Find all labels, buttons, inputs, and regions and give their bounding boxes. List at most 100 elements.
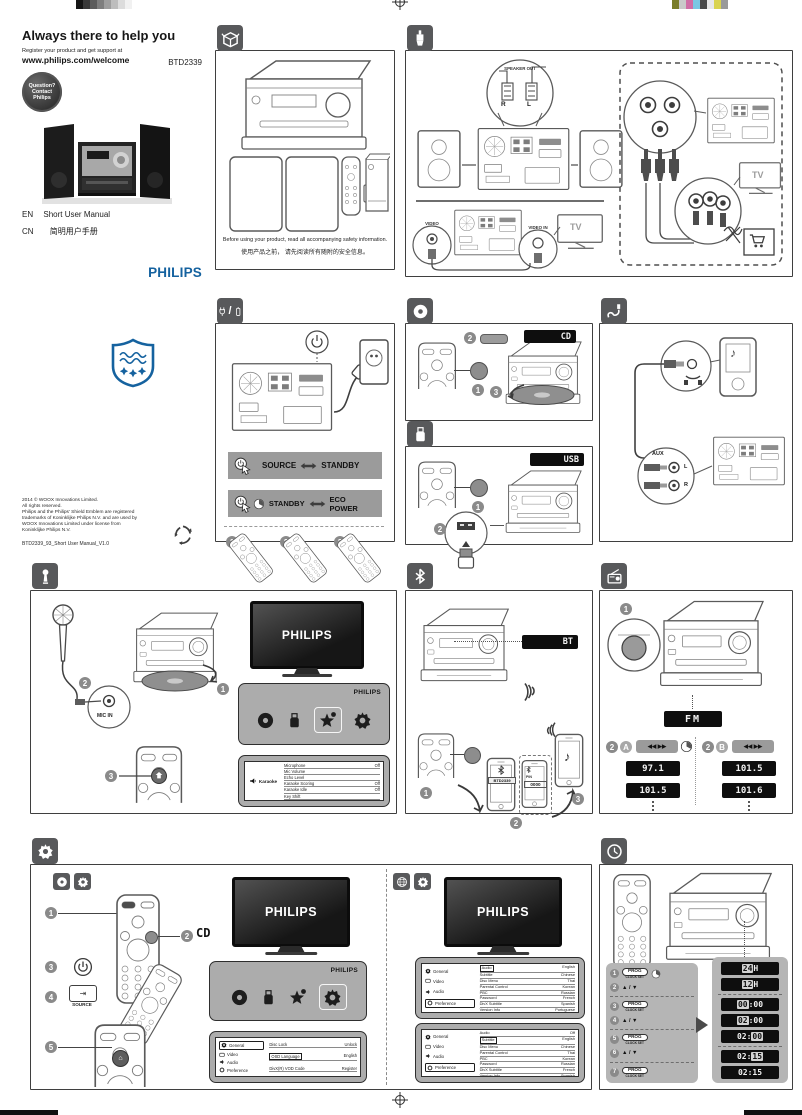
clock-unit-drawing [665, 872, 772, 960]
updown-buttons: ▲ / ▼ [622, 984, 638, 991]
clock-group-divider [610, 1028, 694, 1030]
clock-step-row: 4 ▲ / ▼ [610, 1016, 694, 1026]
bt-waves-icon-2 [546, 722, 556, 737]
eco-power-label: ECO POWER [329, 494, 358, 513]
power-battery-icon: / [217, 298, 243, 324]
connect-panel: SPEAKER OUT R L VIDEO VIDEO IN TV TV [405, 50, 793, 277]
radio-icon [601, 563, 627, 589]
tuner-a-ellipsis [652, 801, 654, 811]
tab-audio: Audio [425, 989, 475, 995]
clock-group-divider [718, 1045, 782, 1047]
karaoke-tv-brand: PHILIPS [281, 628, 333, 642]
clock-display: 00:00 [721, 997, 779, 1011]
registration-mark-top [392, 0, 408, 10]
clock-display: 02:00 [721, 1013, 779, 1027]
aux-l-label: L [684, 464, 688, 470]
language-settings-icons [393, 873, 431, 890]
tab-audio: Audio [219, 1059, 264, 1065]
tv-source-button: ⇥ [69, 985, 97, 1002]
doc-id: BTD2339_93_Short User Manual_V1.0 [22, 541, 109, 547]
tuner-unit-drawing [660, 600, 764, 687]
clock-step-num: 7 [610, 1067, 619, 1077]
source-select-screen: PHILIPS [238, 683, 390, 745]
register-url: www.philips.com/welcome [22, 55, 130, 65]
page-title: Always there to help you [22, 28, 176, 43]
setup-source-button-highlight [145, 931, 158, 944]
bt-button-leader [450, 754, 464, 755]
tv-source-label: SOURCE [72, 1002, 92, 1007]
usb-port-leader [490, 525, 504, 526]
globe-icon-small [393, 873, 410, 890]
karaoke-speaker-icon [249, 777, 257, 785]
clock-step-num: 1 [610, 969, 619, 979]
tuner-step-2a: 2 [606, 741, 618, 753]
lang-cn-text: 简明用户手册 [49, 227, 98, 236]
tab-preference: Preference [425, 1063, 475, 1073]
setup-step-1: 1 [45, 907, 57, 919]
press-power-icon [234, 457, 252, 475]
crop-bar-right [744, 1110, 802, 1115]
setup-step1-leader [58, 913, 120, 914]
clock-icon [601, 838, 627, 864]
speaker-out-label: SPEAKER OUT [504, 66, 536, 71]
setup-source-settings-selected [318, 984, 347, 1010]
tuner-display: FM [664, 711, 722, 727]
terminal-r-label: R [501, 101, 506, 108]
remote-battery-drawing-2 [281, 531, 329, 585]
toggle-arrow-icon2 [309, 500, 326, 508]
setup-tv-right-brand: PHILIPS [476, 905, 530, 919]
battery-divider [224, 526, 384, 527]
tuner-b-freq-2: 101.6 [722, 783, 776, 798]
clock-step-num: 5 [610, 1034, 619, 1044]
updown-buttons: ▲ / ▼ [622, 1050, 638, 1057]
disc-icon-small [53, 873, 70, 890]
bt-pin-label: PIN [526, 775, 532, 779]
tuner-label-a: A [620, 741, 632, 753]
bt-display: BT [522, 635, 578, 649]
clock-remote-drawing [613, 874, 651, 969]
cd-button-leader [454, 370, 470, 371]
cd-disc-drawing [507, 384, 575, 405]
unbox-icon [217, 25, 243, 51]
disc-settings-icons [53, 873, 91, 890]
color-calibration-strip [672, 0, 728, 9]
lang-cn-code: CN [22, 227, 34, 236]
tv-label-2: TV [752, 170, 764, 180]
setup-cd-source: CD [196, 926, 211, 940]
usb-port-callout [444, 511, 488, 569]
setup-source-screen-brand: PHILIPS [330, 967, 358, 974]
bt-step-1: 1 [420, 787, 432, 799]
cd-icon [407, 298, 433, 324]
tuner-knob-callout [607, 618, 661, 672]
bt-phone-a-icon [496, 765, 506, 775]
bt-source-button [464, 747, 481, 764]
clock-step-num: 6 [610, 1048, 619, 1058]
setup-step-4: 4 [45, 991, 57, 1003]
karaoke-row: VocalFull Vocal [284, 800, 380, 801]
bt-pin-value: 0000 [524, 781, 547, 788]
karaoke-row: Key Shift [284, 794, 380, 800]
usb-remote-drawing [418, 461, 456, 508]
bt-device-name: BTD2339 [488, 777, 516, 784]
settings-divider [386, 869, 387, 1085]
tuner-a-freq-1: 97.1 [626, 761, 680, 776]
mic-icon [32, 563, 58, 589]
remote-battery-drawing-1 [227, 531, 275, 585]
tab-general: General [425, 1034, 475, 1040]
usb-button-leader [454, 487, 470, 488]
bt-phone-b-icon [525, 766, 532, 773]
